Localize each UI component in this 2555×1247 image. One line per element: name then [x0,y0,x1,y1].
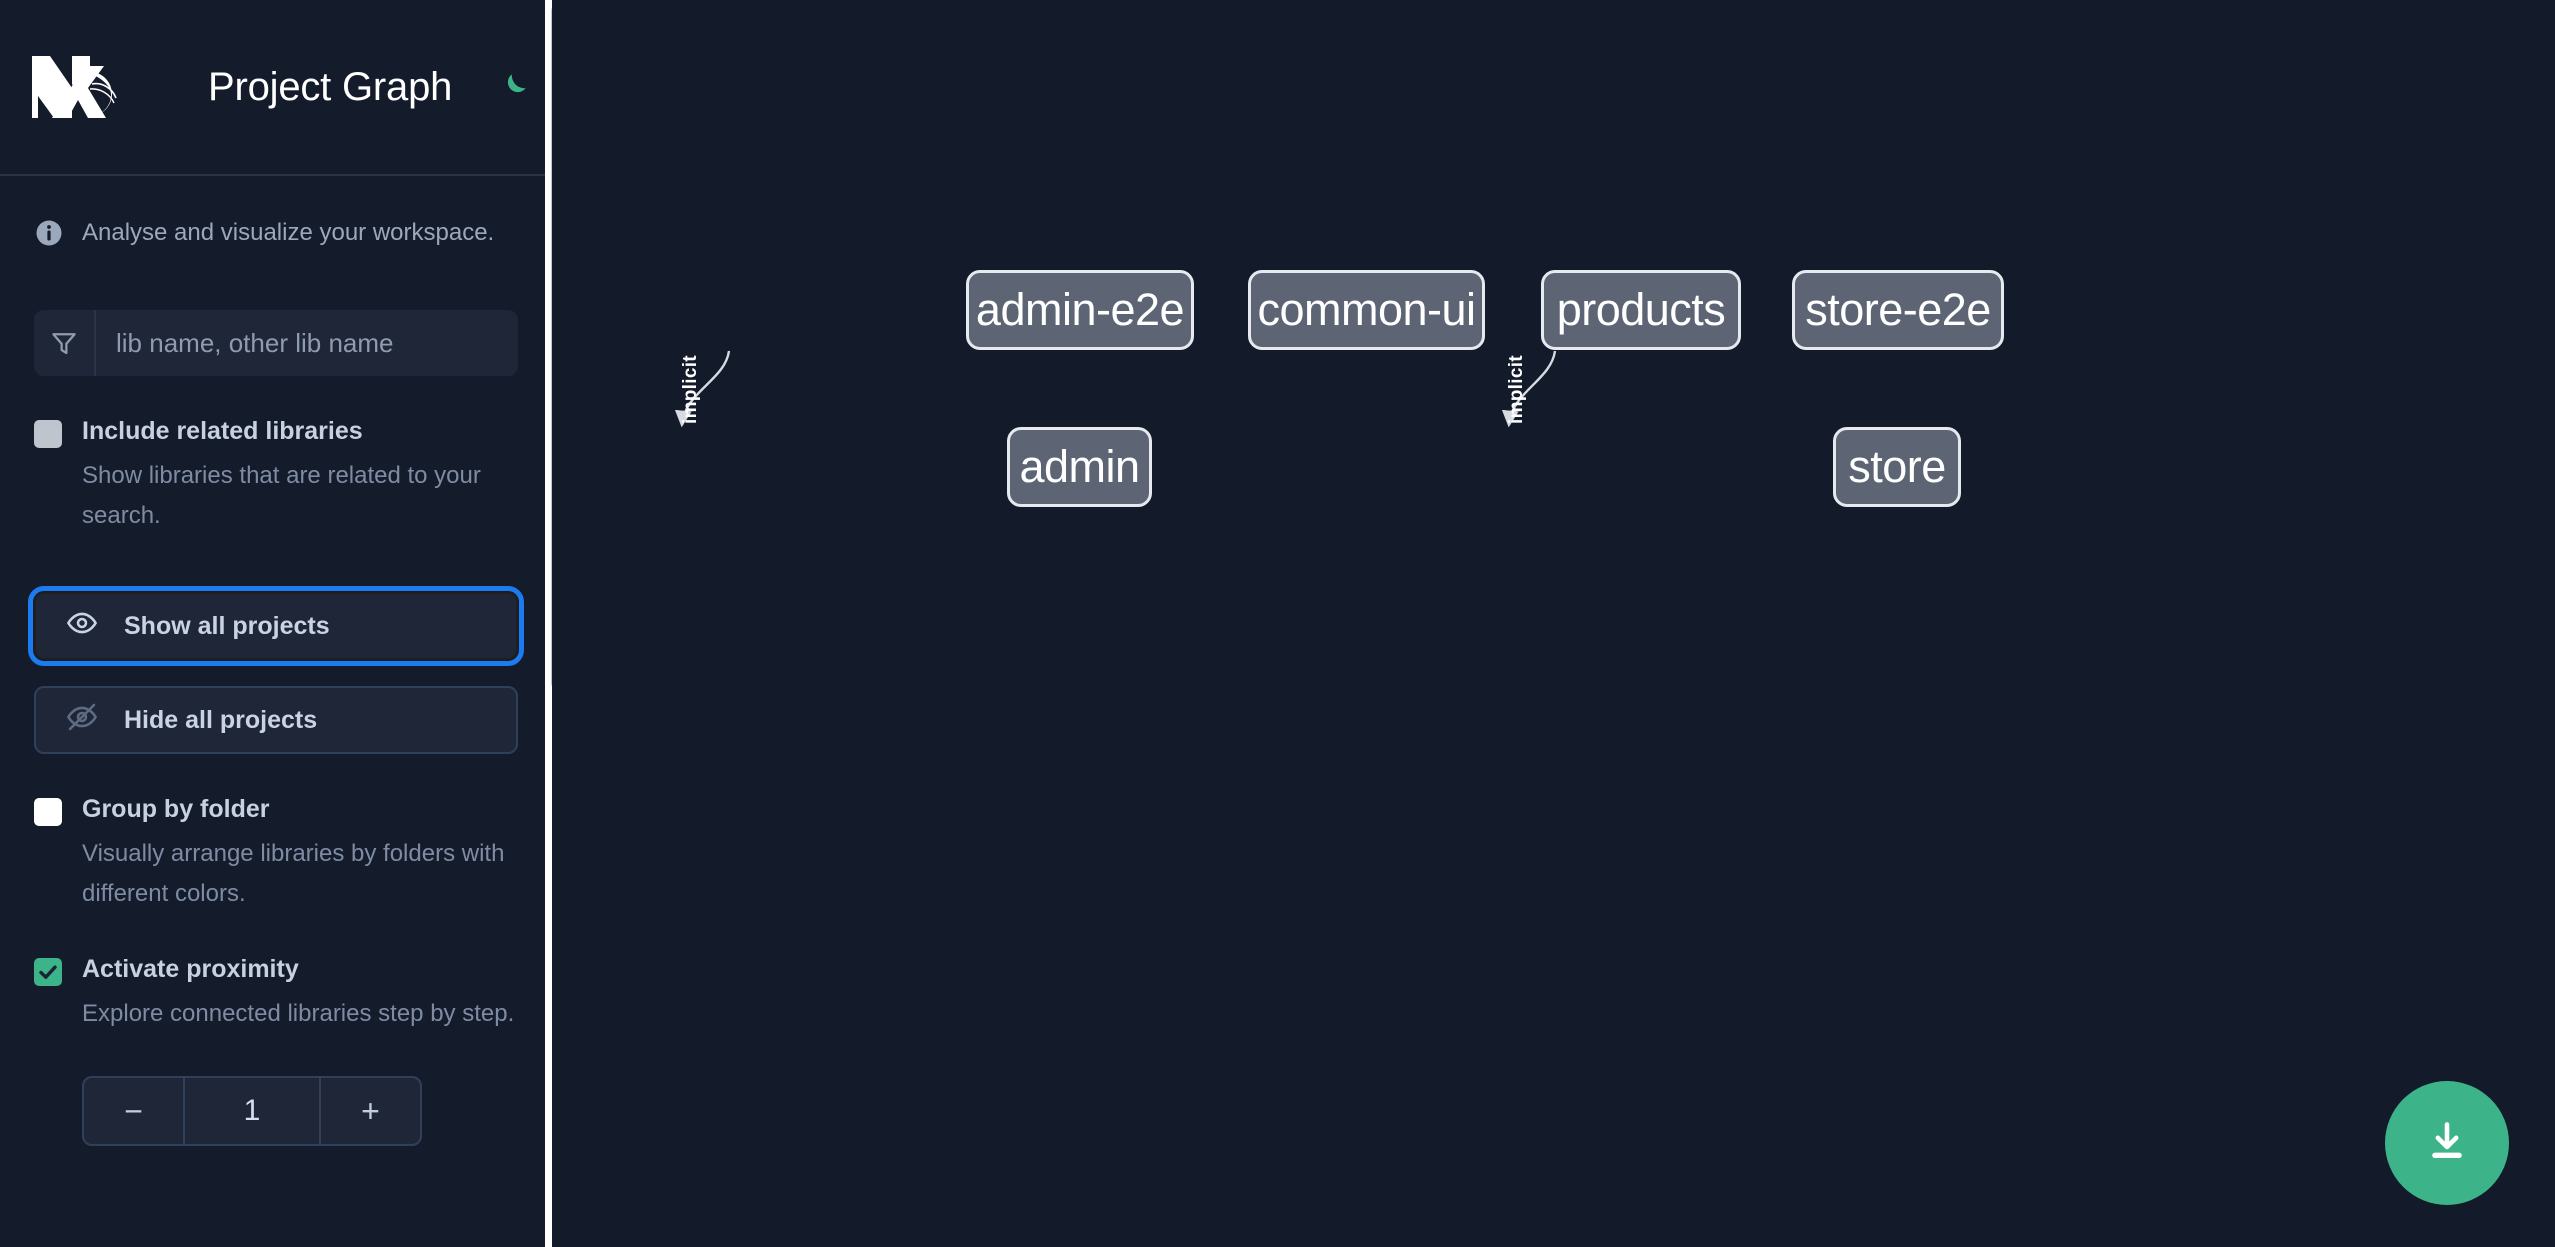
group-by-folder-checkbox[interactable] [34,798,62,826]
group-by-folder-description: Visually arrange libraries by folders wi… [82,840,505,907]
tagline-text: Analyse and visualize your workspace. [82,219,495,246]
proximity-value: 1 [183,1078,321,1144]
eye-icon [66,607,98,646]
include-related-checkbox[interactable] [34,420,62,448]
graph-node-admin[interactable]: admin [1007,427,1152,507]
hide-all-projects-button[interactable]: Hide all projects [34,686,518,754]
hide-all-projects-label: Hide all projects [124,705,318,734]
workspace-tagline: Analyse and visualize your workspace. [34,176,518,248]
moon-icon[interactable] [490,64,536,110]
proximity-increment-button[interactable]: + [361,1092,380,1129]
info-icon [34,218,64,248]
eye-off-icon [66,701,98,740]
page-title: Project Graph [208,64,453,109]
download-graph-button[interactable] [2385,1081,2509,1205]
activate-proximity-checkbox[interactable] [34,958,62,986]
filter-funnel-icon [34,310,96,376]
graph-edges-layer [674,350,1557,428]
include-related-label: Include related libraries [82,417,363,445]
activate-proximity-description: Explore connected libraries step by step… [82,1000,515,1027]
show-all-projects-label: Show all projects [124,611,330,640]
graph-node-products[interactable]: products [1541,270,1741,350]
graph-node-store-e2e[interactable]: store-e2e [1792,270,2004,350]
search-input[interactable] [96,310,518,376]
edge-label-store-implicit: implicit [1506,355,1527,424]
sidebar-header: Project Graph [0,0,552,176]
show-all-projects-button[interactable]: Show all projects [28,586,524,666]
sidebar: Project Graph Analyse and visualize your… [0,0,552,1247]
include-related-description: Show libraries that are related to your … [82,462,481,529]
option-include-related-libraries: Include related libraries Show libraries… [34,416,518,536]
graph-node-admin-e2e[interactable]: admin-e2e [966,270,1194,350]
graph-node-store[interactable]: store [1833,427,1961,507]
graph-canvas[interactable]: implicit implicit admin-e2e common-ui pr… [552,0,2555,1247]
activate-proximity-label: Activate proximity [82,955,299,983]
edge-label-admin-implicit: implicit [680,355,701,424]
proximity-stepper: − 1 + [82,1076,422,1146]
sidebar-scrollbar[interactable] [545,0,552,1247]
option-activate-proximity: Activate proximity Explore connected lib… [34,954,518,1146]
option-group-by-folder: Group by folder Visually arrange librari… [34,794,518,914]
group-by-folder-label: Group by folder [82,795,270,823]
download-icon [2422,1117,2472,1170]
proximity-decrement-button[interactable]: − [124,1092,143,1129]
graph-node-common-ui[interactable]: common-ui [1248,270,1485,350]
nx-logo-icon [28,48,128,126]
filter-search-box[interactable] [34,310,518,376]
sidebar-scrollbar-thumb[interactable] [551,4,552,690]
sidebar-body: Analyse and visualize your workspace. In… [0,176,552,1146]
